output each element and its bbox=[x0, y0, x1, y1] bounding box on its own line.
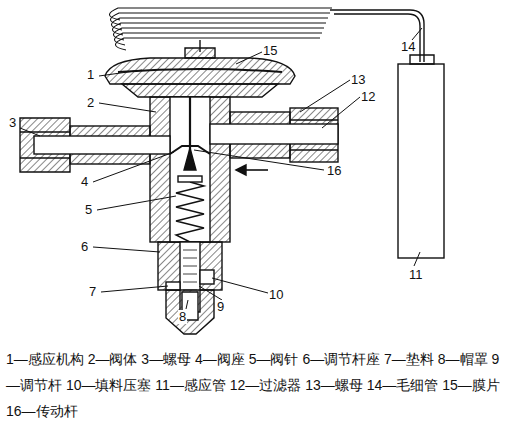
inlet-bore bbox=[34, 136, 170, 154]
callout-number: 10 bbox=[268, 288, 284, 302]
head-cap bbox=[185, 48, 215, 58]
diaphragm bbox=[118, 69, 282, 72]
spring bbox=[176, 182, 204, 242]
coil-winding bbox=[114, 33, 322, 45]
callout-number: 4 bbox=[80, 175, 89, 189]
callout-number: 3 bbox=[8, 116, 17, 130]
callout-number: 12 bbox=[360, 90, 376, 104]
callout-number: 15 bbox=[262, 44, 278, 58]
callout-number: 5 bbox=[84, 203, 93, 217]
outlet-bore bbox=[210, 124, 338, 144]
spring-seat bbox=[178, 176, 202, 182]
capillary-tube bbox=[334, 14, 420, 62]
sensing-bulb bbox=[398, 64, 444, 258]
coil-winding bbox=[115, 38, 320, 50]
cap-nut bbox=[166, 290, 214, 334]
callout-number: 16 bbox=[326, 164, 342, 178]
packing bbox=[166, 282, 180, 290]
body-bore bbox=[170, 97, 210, 242]
callout-number: 8 bbox=[178, 310, 187, 324]
callout-number: 1 bbox=[86, 68, 95, 82]
flow-arrowhead bbox=[236, 165, 246, 175]
packing-gland bbox=[200, 270, 214, 284]
capillary-coil bbox=[109, 8, 332, 50]
valve-body bbox=[150, 97, 230, 242]
lower-flange bbox=[122, 84, 278, 97]
callout-number: 6 bbox=[80, 240, 89, 254]
callout-number: 7 bbox=[88, 285, 97, 299]
callout-number: 2 bbox=[86, 96, 95, 110]
valve-needle bbox=[184, 148, 196, 170]
bulb-cap bbox=[410, 55, 434, 64]
caption: 1—感应机构 2—阀体 3—螺母 4—阀座 5—阀针 6—调节杆座 7—垫料 8… bbox=[6, 346, 511, 424]
capillary-tube bbox=[330, 10, 424, 62]
callout-number: 9 bbox=[216, 300, 225, 314]
callout-number: 11 bbox=[408, 268, 424, 282]
leader-lines bbox=[20, 28, 422, 309]
callout-number: 13 bbox=[350, 73, 366, 87]
callout-number: 14 bbox=[400, 40, 416, 54]
